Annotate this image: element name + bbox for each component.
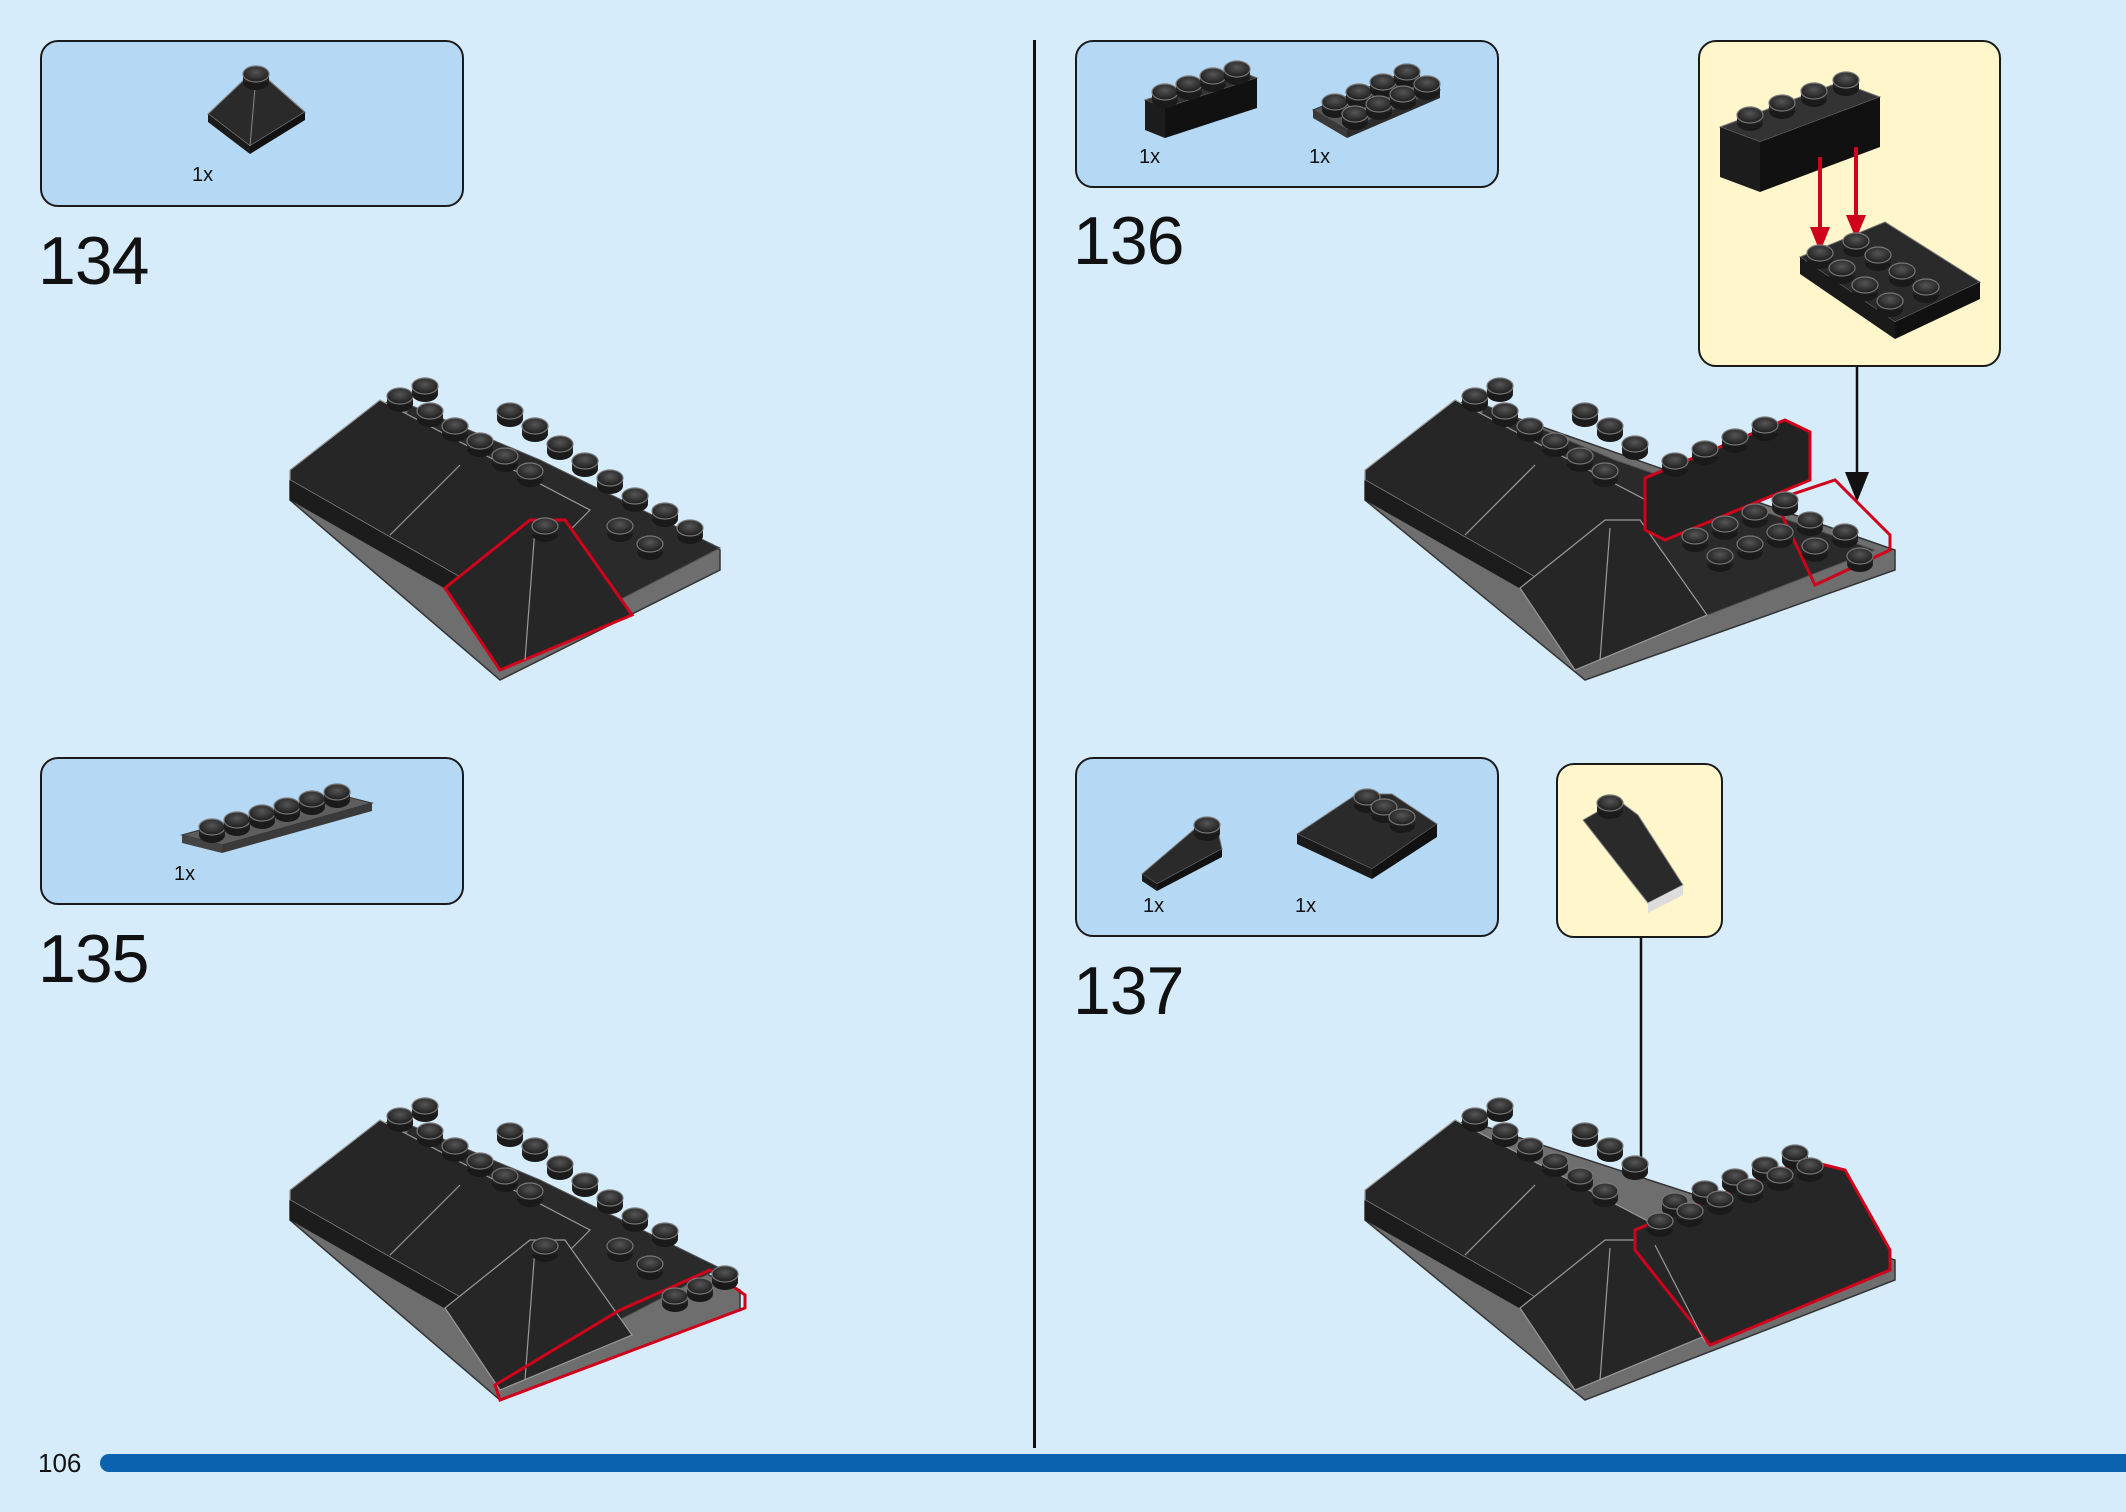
callout-assembly-136 bbox=[1718, 71, 1982, 339]
slope-3x2-icon bbox=[1295, 788, 1438, 879]
callout-arrow-136 bbox=[1845, 367, 1869, 502]
part-qty: 1x bbox=[1143, 895, 1165, 917]
slope-small-icon bbox=[1141, 816, 1223, 891]
page-divider bbox=[1033, 40, 1036, 1448]
part-qty: 1x bbox=[1309, 146, 1331, 168]
part-qty: 1x bbox=[1139, 146, 1161, 168]
model-step-137 bbox=[1364, 1097, 1896, 1401]
slope-pyramid-brick-icon bbox=[207, 65, 307, 154]
parts-box-step-135: 1x bbox=[40, 757, 464, 905]
step-number-137: 137 bbox=[1073, 953, 1184, 1029]
step-number-136: 136 bbox=[1073, 203, 1184, 279]
callout-slope-piece-137 bbox=[1582, 794, 1684, 913]
page-number: 106 bbox=[38, 1448, 82, 1478]
part-qty: 1x bbox=[1295, 895, 1317, 917]
plate-2x4-icon bbox=[1311, 63, 1442, 138]
part-qty: 1x bbox=[192, 164, 214, 186]
model-step-135 bbox=[289, 1097, 747, 1402]
parts-box-step-134: 1x bbox=[40, 40, 464, 207]
parts-box-step-137: 1x 1x bbox=[1075, 757, 1499, 937]
model-step-134 bbox=[289, 377, 722, 681]
callout-step-137 bbox=[1556, 763, 1723, 938]
step-number-135: 135 bbox=[38, 921, 149, 997]
brick-1x4-icon bbox=[1143, 60, 1259, 138]
model-step-136 bbox=[1364, 377, 1896, 681]
step-number-134: 134 bbox=[38, 223, 149, 299]
part-qty: 1x bbox=[174, 863, 196, 885]
parts-box-step-136: 1x 1x bbox=[1075, 40, 1499, 188]
progress-bar bbox=[100, 1454, 2126, 1472]
callout-step-136 bbox=[1698, 40, 2001, 367]
plate-1x6-icon bbox=[180, 783, 374, 853]
